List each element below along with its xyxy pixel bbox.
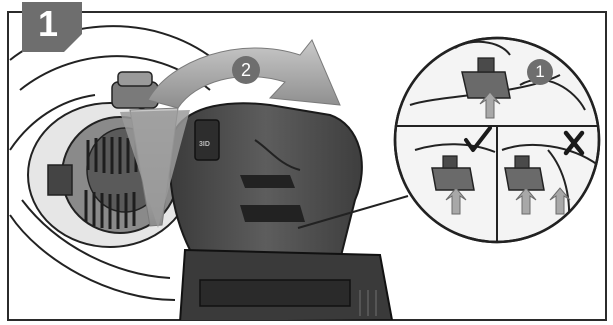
svg-text:3ID: 3ID (199, 141, 210, 148)
step-number: 1 (24, 2, 72, 46)
callout-1-number: 1 (527, 59, 553, 85)
callout-2-number: 2 (232, 56, 260, 84)
